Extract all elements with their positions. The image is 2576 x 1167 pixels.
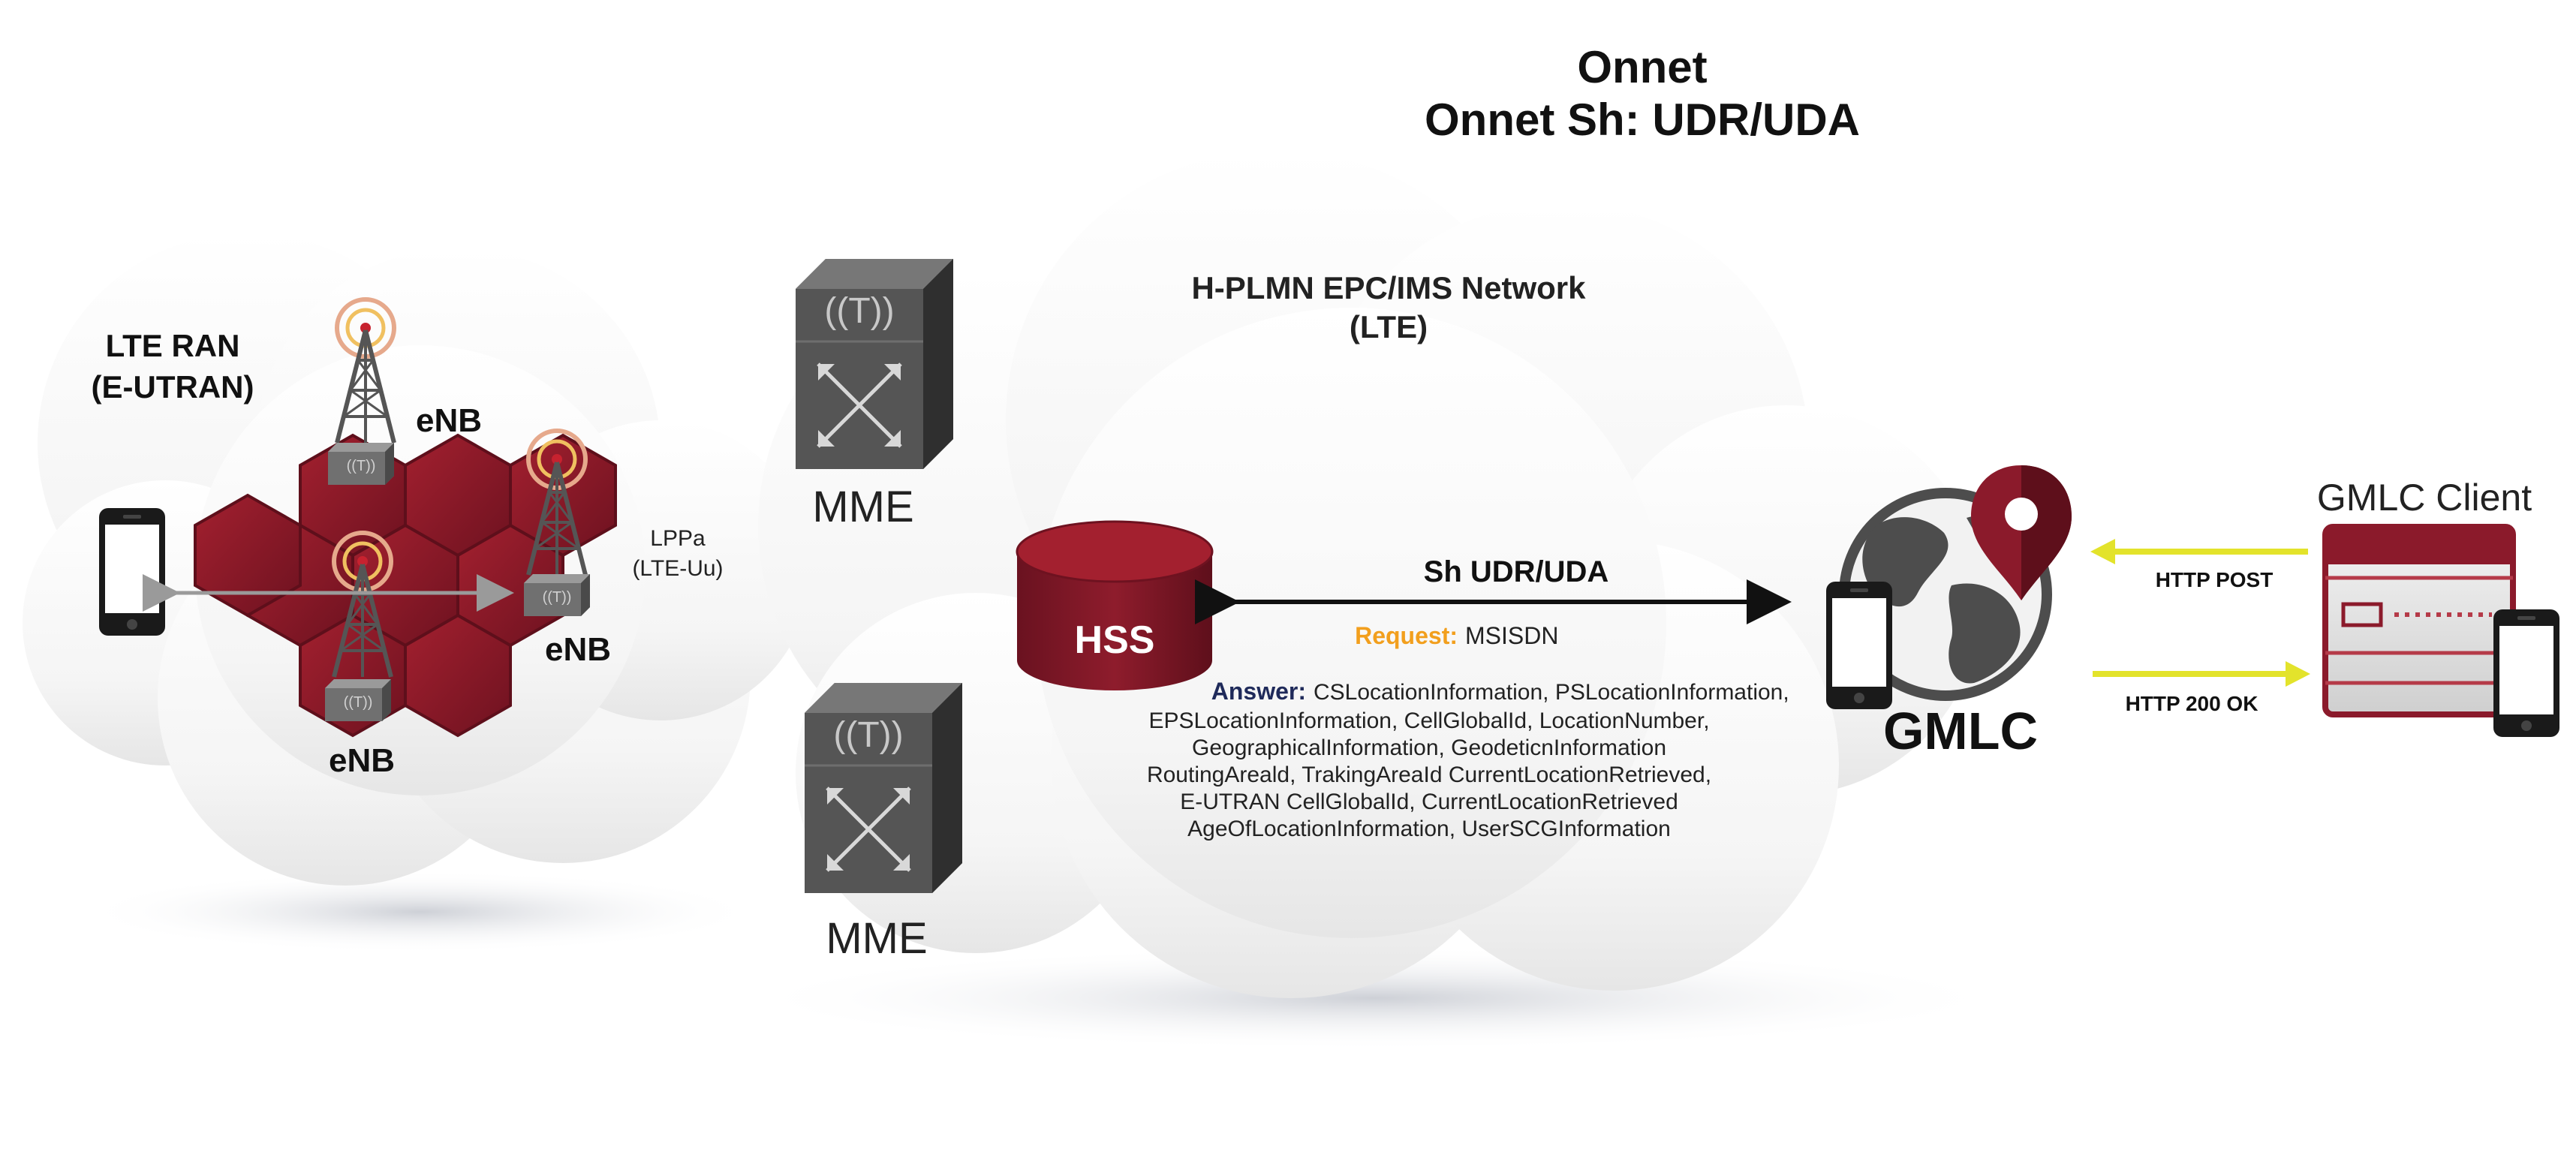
lppa-label-line-2: (LTE-Uu) xyxy=(632,556,723,581)
answer-line: CSLocationInformation, PSLocationInforma… xyxy=(1314,680,1789,705)
hss-database-icon xyxy=(1016,520,1214,690)
answer-line: GeographicalInformation, GeodeticnInform… xyxy=(1192,735,1666,760)
mme-bottom: ((T)) xyxy=(805,683,962,893)
answer-key: Answer: xyxy=(1211,678,1306,705)
mme-label-top: MME xyxy=(812,483,913,531)
network-label-line-1: H-PLMN EPC/IMS Network xyxy=(1191,270,1586,305)
http-ok-label: HTTP 200 OK xyxy=(2126,692,2259,715)
network-label-line-2: (LTE) xyxy=(1350,309,1428,344)
lppa-label-line-1: LPPa xyxy=(650,526,706,551)
mme-glyph: ((T)) xyxy=(833,715,903,755)
antenna-glyph: ((T)) xyxy=(543,589,572,606)
enb-tower-right: ((T)) xyxy=(524,429,590,616)
ran-label-line-2: (E-UTRAN) xyxy=(92,369,254,405)
answer-line: E-UTRAN CellGlobalId, CurrentLocationRet… xyxy=(1180,790,1678,814)
enb-label-bottom: eNB xyxy=(329,742,395,779)
hss-label: HSS xyxy=(1075,618,1155,662)
title-line-1: Onnet xyxy=(1577,42,1707,92)
answer-line: EPSLocationInformation, CellGlobalId, Lo… xyxy=(1148,708,1709,733)
sh-label: Sh UDR/UDA xyxy=(1424,555,1609,588)
title-line-2: Onnet Sh: UDR/UDA xyxy=(1425,95,1860,145)
request-value: MSISDN xyxy=(1465,622,1558,649)
antenna-glyph: ((T)) xyxy=(347,458,376,474)
gmlc-label: GMLC xyxy=(1883,702,2038,760)
server-icon xyxy=(2322,524,2516,717)
mme-glyph: ((T)) xyxy=(824,291,894,331)
ran-label-line-1: LTE RAN xyxy=(106,328,240,363)
enb-label-right: eNB xyxy=(545,631,611,668)
http-ok-arrowhead xyxy=(2286,661,2310,687)
ran-cloud-shadow xyxy=(83,871,758,953)
http-post-arrowhead xyxy=(2090,539,2115,564)
enb-label-top: eNB xyxy=(416,402,482,439)
http-post-label: HTTP POST xyxy=(2156,568,2274,591)
ran-phone-icon xyxy=(99,508,165,636)
mme-top: ((T)) xyxy=(796,259,953,469)
gmlc-phone-icon xyxy=(1826,582,1892,709)
mme-label-bottom: MME xyxy=(826,914,927,963)
answer-line: RoutingAreald, TrakingAreaId CurrentLoca… xyxy=(1147,762,1711,787)
client-phone-icon xyxy=(2493,609,2559,737)
location-pin-icon xyxy=(1971,465,2072,600)
answer-line: AgeOfLocationInformation, UserSCGInforma… xyxy=(1187,817,1671,841)
gmlc-client-label: GMLC Client xyxy=(2317,477,2532,519)
request-key: Request: xyxy=(1355,622,1458,649)
enb-tower-top: ((T)) xyxy=(328,297,396,485)
antenna-glyph: ((T)) xyxy=(344,694,373,711)
